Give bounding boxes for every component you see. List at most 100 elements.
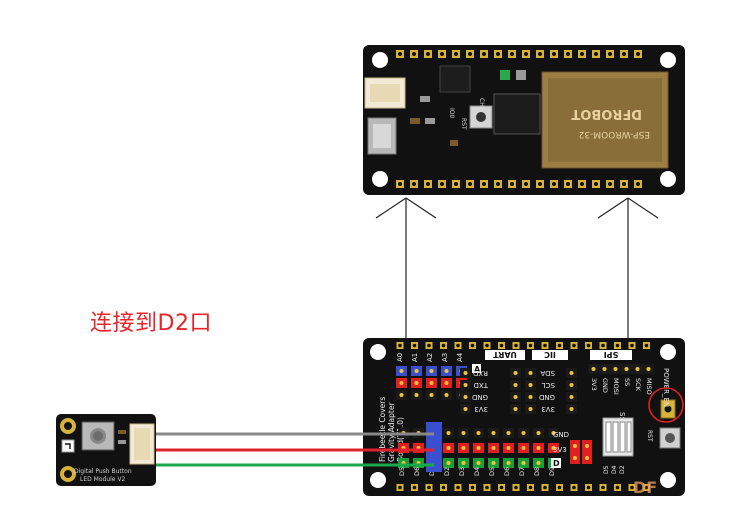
spi-header-pin: [610, 364, 621, 374]
caption-text: 连接到D2口: [90, 311, 212, 336]
controller-pin-bottom: [424, 180, 432, 188]
controller-pin-top: [564, 50, 572, 58]
uart-gnd: GND: [472, 393, 488, 401]
controller-pin-top: [410, 50, 418, 58]
controller-pin-top: [634, 50, 642, 58]
shield-pin-bottom: [527, 484, 534, 491]
shield-bottom-pin-label: D6: [503, 467, 511, 476]
bus-header-pin: [460, 368, 471, 378]
controller-pin-bottom: [452, 180, 460, 188]
controller-pin-top: [522, 50, 530, 58]
shield-pin-top: [628, 342, 636, 349]
bus-header-pin: [510, 404, 521, 414]
rst-label: RST: [460, 118, 467, 130]
shield-pin-top: [541, 342, 549, 349]
controller-pin-bottom: [480, 180, 488, 188]
header-d-label: D: [553, 459, 560, 468]
d-header-green: [443, 458, 454, 468]
shield-pin-top: [396, 342, 404, 349]
controller-pin-bottom: [578, 180, 586, 188]
shield-pin-top: [425, 342, 433, 349]
spi-header-pin: [588, 364, 599, 374]
sensor-text-line-2: LED Module V2: [80, 476, 125, 483]
shield-pin-top: [570, 342, 578, 349]
dip-pin-label: D4: [611, 465, 618, 474]
shield-bottom-pin-label: D8: [533, 467, 541, 476]
shield-pin-top: [411, 342, 418, 349]
a-header-black: [396, 390, 407, 400]
controller-pin-bottom: [410, 180, 418, 188]
d-header-black: [443, 428, 454, 438]
shield-bottom-pin-label: D5: [398, 467, 406, 476]
shield-pin-bottom: [469, 484, 476, 491]
controller-pin-bottom: [634, 180, 642, 188]
controller-pin-bottom: [550, 180, 558, 188]
controller-pin-top: [578, 50, 586, 58]
bus-header-pin: [525, 368, 536, 378]
controller-pin-top: [396, 50, 404, 58]
controller-pin-top: [606, 50, 614, 58]
d-header-green: [533, 458, 544, 468]
controller-pin-top: [466, 50, 474, 58]
controller-pin-bottom: [606, 180, 614, 188]
d-header-black: [473, 428, 484, 438]
uart-label: UART: [493, 350, 517, 359]
controller-pin-bottom: [466, 180, 474, 188]
shield-top-pin-label: A2: [426, 353, 434, 362]
shield-pin-bottom: [454, 484, 462, 491]
bus-header-pin: [566, 404, 577, 414]
d-header-black: [458, 428, 469, 438]
io0-label: IO0: [448, 108, 455, 118]
iic-scl: SCL: [542, 381, 555, 389]
bus-header-pin: [566, 392, 577, 402]
spi-pin-label: GND: [601, 378, 609, 393]
d-header-red: [533, 443, 544, 453]
shield-pin-bottom: [643, 484, 650, 491]
pointer-arrows: [375, 197, 659, 342]
shield-a-marker: A: [474, 365, 481, 374]
shield-pin-top: [585, 342, 592, 349]
bus-header-pin: [510, 380, 521, 390]
shield-bottom-pin-label: D9: [548, 467, 556, 476]
shield-pin-bottom: [599, 484, 607, 491]
shield-rst-label: RST: [646, 430, 653, 442]
controller-pin-bottom: [564, 180, 572, 188]
d-header-black: [503, 428, 514, 438]
wires: [155, 432, 434, 467]
dip-pin-label: D5: [603, 465, 610, 474]
shield-pin-top: [440, 342, 447, 349]
d-header-red: [518, 443, 529, 453]
d-header-red: [473, 443, 484, 453]
uart-rxd: RXD: [473, 369, 488, 377]
shield-pin-top: [599, 342, 607, 349]
header-gnd-label: GND: [553, 431, 569, 439]
controller-board: CHG IO0 RST ESP-WROOM-32 DFROBOT: [363, 45, 685, 195]
shield-pin-bottom: [396, 484, 404, 491]
shield-bottom-pin-label: D6: [413, 467, 421, 476]
spi-pin-label: SCK: [634, 378, 642, 392]
header-3v3-label: 3V3: [553, 446, 567, 454]
spi-header-pin: [621, 364, 632, 374]
controller-pin-bottom: [536, 180, 544, 188]
d-header-red: [458, 443, 469, 453]
controller-pin-bottom: [620, 180, 628, 188]
a-header-black: [426, 390, 437, 400]
controller-pin-bottom: [494, 180, 502, 188]
controller-pin-top: [438, 50, 446, 58]
iic-3v3: 3V3: [541, 405, 555, 413]
iic-label: IIC: [544, 350, 556, 359]
bus-header-pin: [510, 392, 521, 402]
module-label: ESP-WROOM-32: [579, 129, 650, 139]
shield-pin-bottom: [512, 484, 520, 491]
shield-pin-top: [556, 342, 563, 349]
controller-pin-top: [452, 50, 460, 58]
bus-header-pin: [566, 380, 577, 390]
a-header-blue: [396, 366, 407, 376]
controller-pin-bottom: [396, 180, 404, 188]
controller-pin-top: [494, 50, 502, 58]
controller-pin-top: [508, 50, 516, 58]
controller-pin-top: [620, 50, 628, 58]
shield-pin-bottom: [628, 484, 636, 491]
ss-label: SS: [618, 412, 626, 421]
bus-header-pin: [566, 368, 577, 378]
